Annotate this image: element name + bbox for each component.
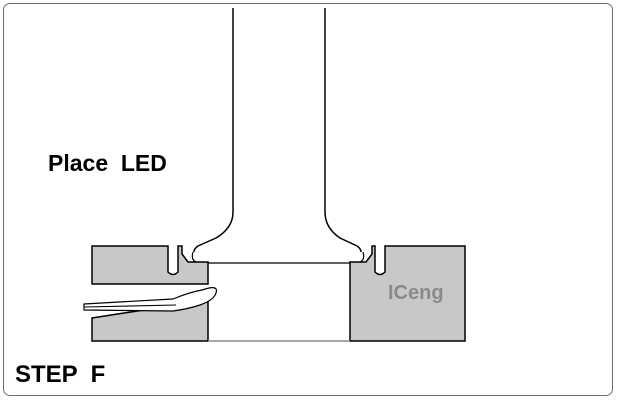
pickup-tool [193, 8, 362, 258]
brand-label: ICeng [388, 282, 444, 304]
right-fixture-block [349, 245, 466, 342]
diagram-frame [3, 3, 613, 396]
tweezers-icon [83, 287, 218, 312]
instruction-text: Place LED [48, 150, 167, 176]
step-label: STEP F [15, 361, 106, 388]
left-fixture-block [91, 245, 209, 285]
led-body [191, 251, 365, 264]
